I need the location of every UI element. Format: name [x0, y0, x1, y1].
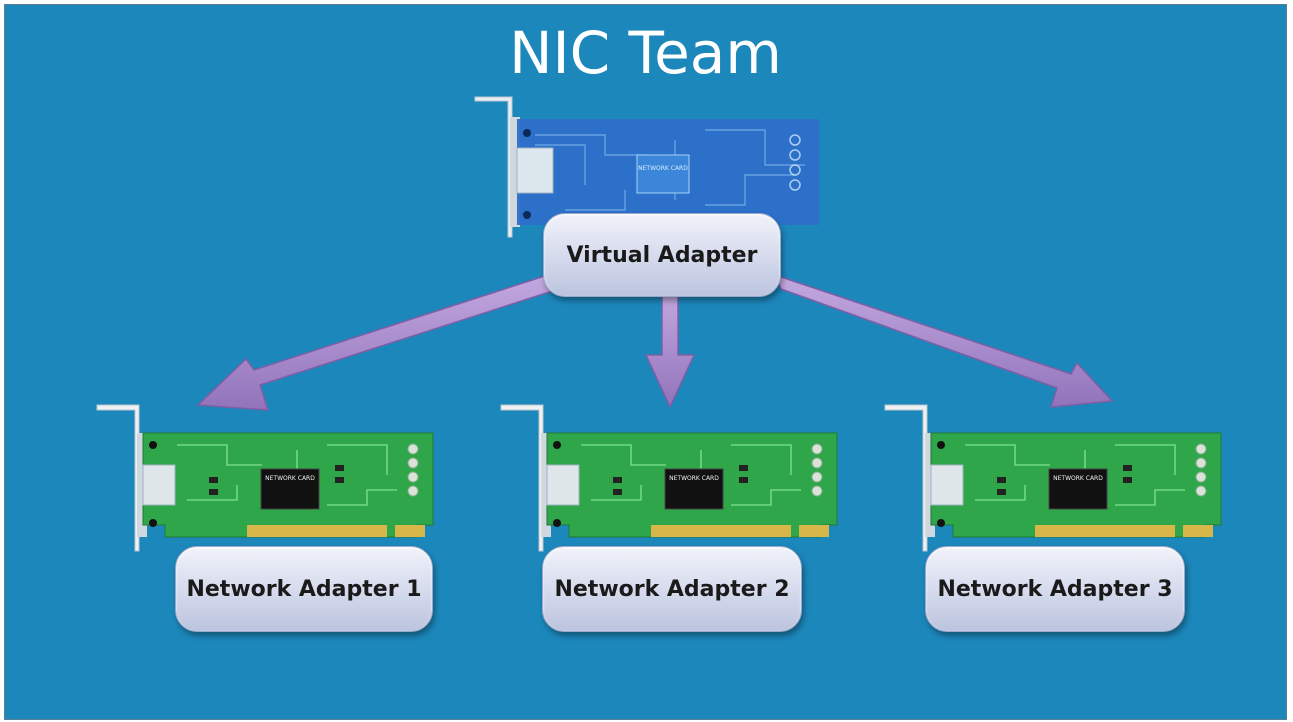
slide-canvas: NIC Team NETWORK CAR: [4, 4, 1287, 720]
physical-network-card-2: NETWORK CARD: [500, 404, 838, 552]
network-adapter-3-box: Network Adapter 3: [925, 546, 1185, 632]
arrow-to-adapter-3: [773, 273, 1114, 408]
virtual-card-chip-label: NETWORK CARD: [638, 165, 688, 172]
arrow-to-adapter-2: [644, 289, 696, 409]
card-3-chip-label: NETWORK CARD: [1053, 475, 1103, 482]
arrow-to-adapter-1: [196, 272, 564, 411]
card-2-chip-label: NETWORK CARD: [669, 475, 719, 482]
card-1-chip-label: NETWORK CARD: [265, 475, 315, 482]
network-adapter-2-label: Network Adapter 2: [554, 576, 790, 602]
arrows-layer: [196, 272, 1114, 411]
virtual-adapter-box: Virtual Adapter: [543, 213, 781, 297]
network-adapter-3-label: Network Adapter 3: [937, 576, 1173, 602]
network-adapter-1-label: Network Adapter 1: [186, 576, 422, 602]
physical-network-card-1: NETWORK CARD: [96, 404, 434, 552]
virtual-adapter-label: Virtual Adapter: [566, 242, 758, 268]
virtual-network-card: NETWORK CARD: [474, 96, 819, 238]
network-adapter-1-box: Network Adapter 1: [175, 546, 433, 632]
network-adapter-2-box: Network Adapter 2: [542, 546, 802, 632]
physical-network-card-3: NETWORK CARD: [884, 404, 1222, 552]
slide-title: NIC Team: [509, 19, 782, 87]
